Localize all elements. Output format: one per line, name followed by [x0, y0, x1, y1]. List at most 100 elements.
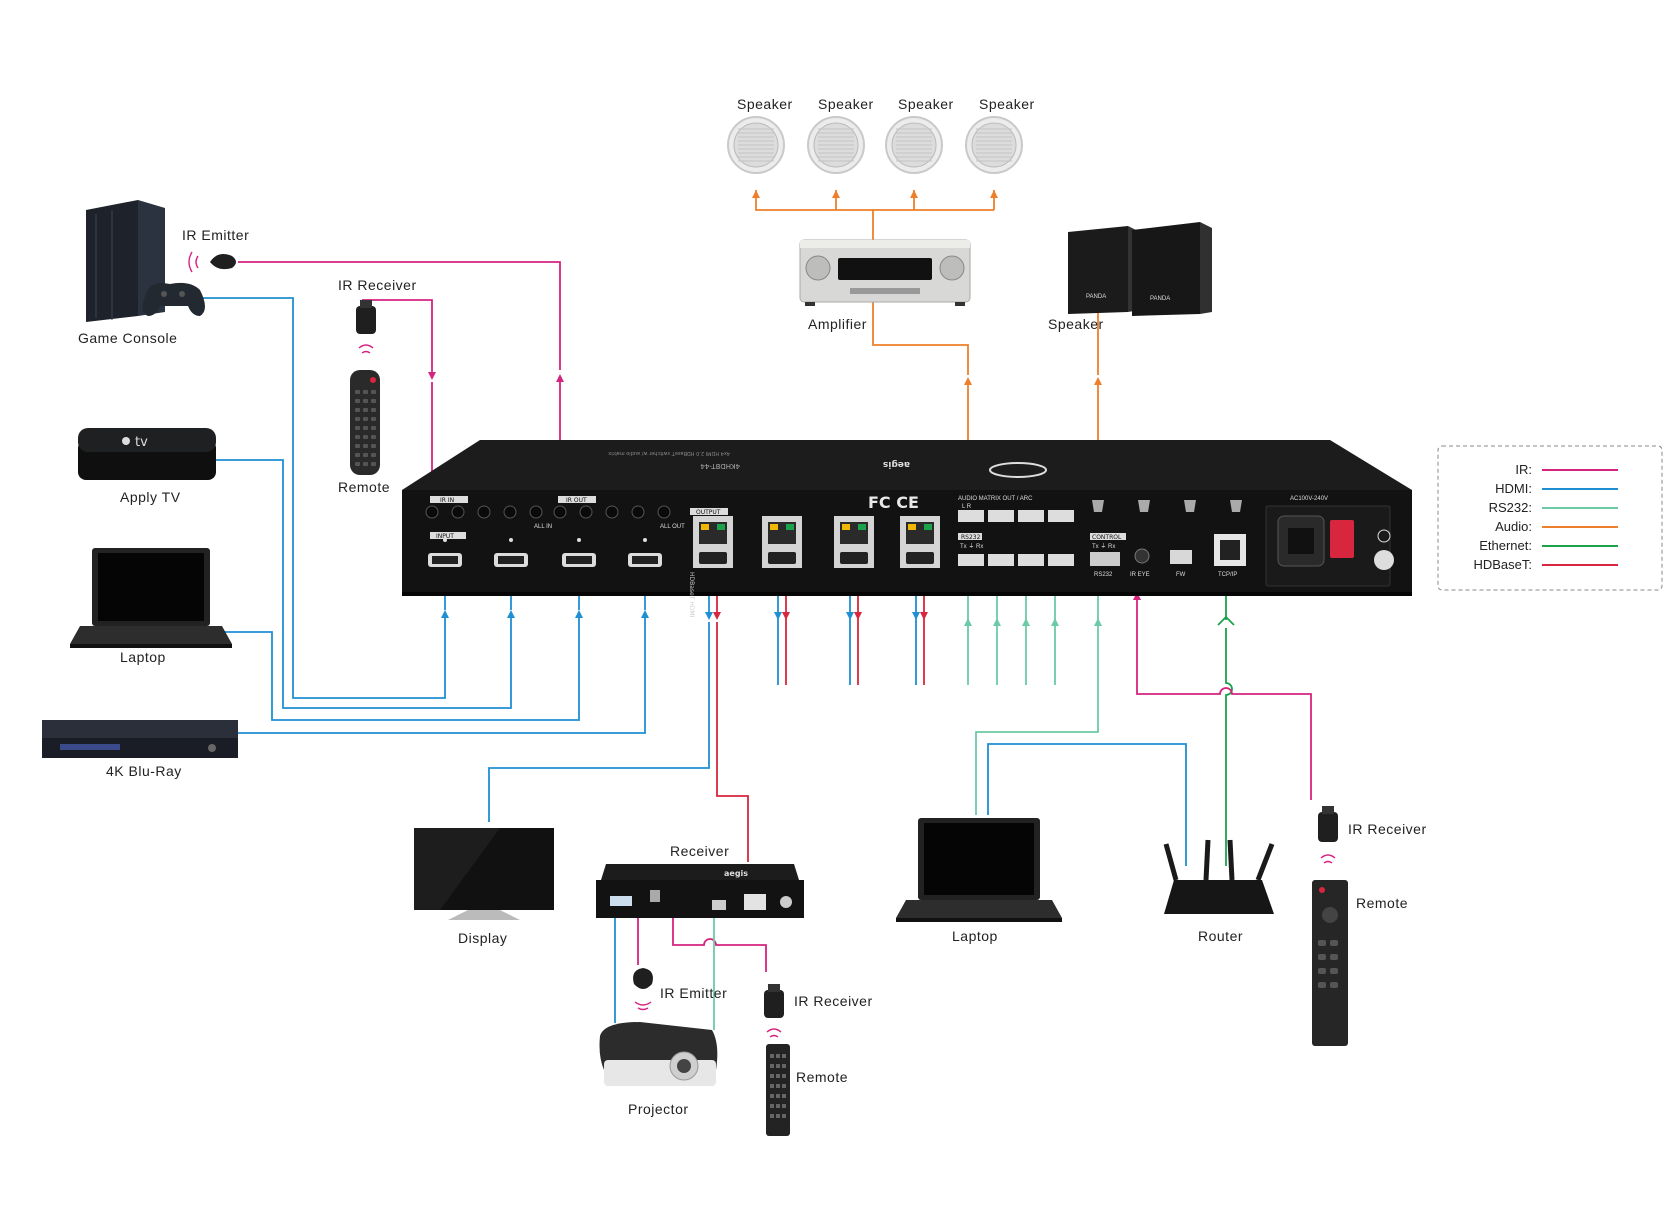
ir-receiver-bottom-icon — [764, 984, 784, 1038]
apple-tv-logo: tv — [135, 435, 148, 450]
remote-right-label: Remote — [1356, 895, 1408, 911]
legend-label-ethernet: Ethernet: — [1479, 538, 1532, 553]
ir-in-label: IR IN — [440, 497, 454, 504]
panel-model: 4KHDBT-44 — [700, 462, 740, 470]
ir-wire-emitter — [238, 261, 561, 370]
display-label: Display — [458, 930, 507, 946]
arrowhead — [993, 618, 1001, 626]
ir-out-label: IR OUT — [566, 497, 587, 504]
amplifier-label: Amplifier — [808, 316, 867, 332]
fw-label: FW — [1176, 572, 1186, 578]
speaker-pair-label: Speaker — [1048, 316, 1104, 332]
ceiling-speaker — [727, 116, 785, 174]
arrowhead — [1051, 618, 1059, 626]
output-label: OUTPUT — [696, 509, 721, 516]
arrowhead — [556, 374, 564, 382]
remote-top-label: Remote — [338, 479, 390, 495]
hdmi-wire-console — [176, 297, 446, 699]
all-in-label: ALL IN — [534, 524, 552, 530]
arrowhead — [507, 610, 515, 618]
hdbaset-receiver: aegis — [596, 864, 804, 918]
hdmi-wire-laptop — [214, 618, 580, 721]
arrowhead — [1022, 618, 1030, 626]
game-console — [86, 200, 205, 322]
arrowhead — [752, 190, 760, 198]
ir-receiver-right-label: IR Receiver — [1348, 821, 1427, 837]
router-label: Router — [1198, 928, 1243, 944]
rs232-wire-laptop — [975, 568, 1099, 815]
speaker-brand-2: PANDA — [1150, 296, 1170, 302]
ir-receiver-bottom-label: IR Receiver — [794, 993, 873, 1009]
arrowhead — [920, 612, 928, 620]
projector — [599, 1022, 718, 1086]
ir-eye-label: IR EYE — [1130, 572, 1150, 578]
control-label: CONTROL — [1092, 534, 1122, 541]
receiver-label: Receiver — [670, 843, 729, 859]
arrowhead — [428, 372, 436, 380]
legend-label-hdbaset: HDBaseT: — [1473, 557, 1532, 572]
arrowhead — [832, 190, 840, 198]
arrowhead — [641, 610, 649, 618]
all-out-label: ALL OUT — [660, 524, 685, 530]
arrowhead — [1094, 618, 1102, 626]
speaker-3-label: Speaker — [898, 96, 954, 112]
speaker-1-label: Speaker — [737, 96, 793, 112]
hdbaset-wire-receiver — [716, 622, 749, 862]
arrowhead — [713, 612, 721, 620]
bluray-player — [42, 720, 238, 758]
receiver-brand: aegis — [724, 869, 748, 878]
legend-label-rs232: RS232: — [1489, 500, 1532, 515]
arrowhead — [912, 612, 920, 620]
arrowhead — [1094, 377, 1102, 385]
remote-icon — [350, 370, 380, 475]
ir-wire-receiver-bottom — [672, 893, 767, 972]
speaker-2-label: Speaker — [818, 96, 874, 112]
input-label: INPUT — [436, 533, 454, 540]
tcpip-label: TCP/IP — [1218, 572, 1237, 578]
lan-wire-laptop — [987, 743, 1187, 866]
lr-label: L R — [962, 504, 972, 510]
speaker-brand: PANDA — [1086, 294, 1106, 300]
ir-emitter-icon — [188, 251, 236, 273]
router — [1163, 839, 1275, 914]
power-label: AC100V-240V — [1290, 496, 1328, 502]
panel-brand: aegis — [883, 459, 910, 469]
arrowhead — [705, 612, 713, 620]
ir-emitter-bottom-icon — [633, 968, 653, 1011]
ir-emitter-top-label: IR Emitter — [182, 227, 249, 243]
remote-bottom-label: Remote — [796, 1069, 848, 1085]
arrowhead — [846, 612, 854, 620]
legend-label-hdmi: HDMI: — [1495, 481, 1532, 496]
audio-wire-amplifier — [872, 300, 969, 375]
ceiling-speaker — [885, 116, 943, 174]
ir-receiver-top-label: IR Receiver — [338, 277, 417, 293]
arrowhead — [854, 612, 862, 620]
arrowhead — [782, 612, 790, 620]
laptop-left-label: Laptop — [120, 649, 166, 665]
ir-receiver-icon — [356, 300, 376, 354]
arrowhead — [990, 190, 998, 198]
bluray-label: 4K Blu-Ray — [106, 763, 182, 779]
panel-model-sub: 4x4 HDMI 2.0 HDBaseT switcher w/ audio m… — [608, 450, 730, 456]
laptop-bottom — [896, 818, 1062, 922]
speaker-4-label: Speaker — [979, 96, 1035, 112]
fc-ce-mark: FC CE — [868, 493, 919, 512]
hdmi-wire-bluray — [236, 618, 646, 734]
projector-label: Projector — [628, 1101, 689, 1117]
ceiling-speaker — [965, 116, 1023, 174]
arrowhead — [964, 377, 972, 385]
display — [414, 828, 554, 920]
arrowhead — [441, 610, 449, 618]
apple-tv-label: Apply TV — [120, 489, 181, 505]
laptop-bottom-label: Laptop — [952, 928, 998, 944]
game-console-label: Game Console — [78, 330, 177, 346]
ceiling-speakers — [727, 116, 1023, 174]
tx-rx-control-label: Tx ⏚ Rx — [1092, 543, 1115, 550]
remote-right-icon — [1312, 880, 1348, 1046]
tx-rx-label: Tx ⏚ Rx — [960, 543, 983, 550]
ir-emitter-bottom-label: IR Emitter — [660, 985, 727, 1001]
amplifier — [799, 239, 971, 306]
ceiling-speaker — [807, 116, 865, 174]
rs232-section-label: RS232 — [961, 534, 981, 541]
